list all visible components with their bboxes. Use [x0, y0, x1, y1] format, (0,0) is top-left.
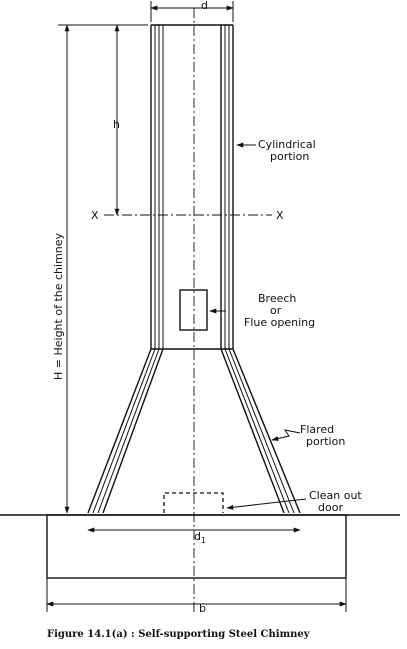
- label-flared-1: Flared: [300, 423, 334, 436]
- flared-portion: [87, 348, 301, 514]
- leader-flared: [271, 429, 301, 441]
- label-cylindrical-2: portion: [270, 150, 309, 163]
- figure-caption: Figure 14.1(a) : Self-supporting Steel C…: [47, 629, 311, 640]
- label-x-right: X: [276, 209, 284, 222]
- cylindrical-portion: [150, 24, 234, 350]
- label-h: h: [113, 118, 120, 131]
- label-flared-2: portion: [306, 435, 345, 448]
- label-d1-subscript: 1: [201, 536, 206, 545]
- label-clean-out-1: Clean out: [309, 489, 362, 502]
- clean-out-door: [163, 492, 224, 513]
- flue-opening: [179, 289, 208, 331]
- label-d: d: [201, 0, 208, 12]
- label-x-left: X: [91, 209, 99, 222]
- dimension-H: [58, 24, 148, 514]
- label-clean-out-2: door: [318, 501, 343, 514]
- leader-clean-out: [226, 498, 307, 510]
- label-b: b: [199, 602, 206, 615]
- dimension-b: [46, 578, 347, 612]
- foundation-block: [46, 514, 347, 579]
- label-breech-2: or: [270, 304, 282, 317]
- label-breech-1: Breech: [258, 292, 296, 305]
- dimension-d: [150, 1, 234, 22]
- label-breech-3: Flue opening: [244, 316, 315, 329]
- label-cylindrical-1: Cylindrical: [258, 138, 316, 151]
- label-d1: d1: [194, 530, 206, 545]
- label-height: H = Height of the chimney: [52, 232, 65, 380]
